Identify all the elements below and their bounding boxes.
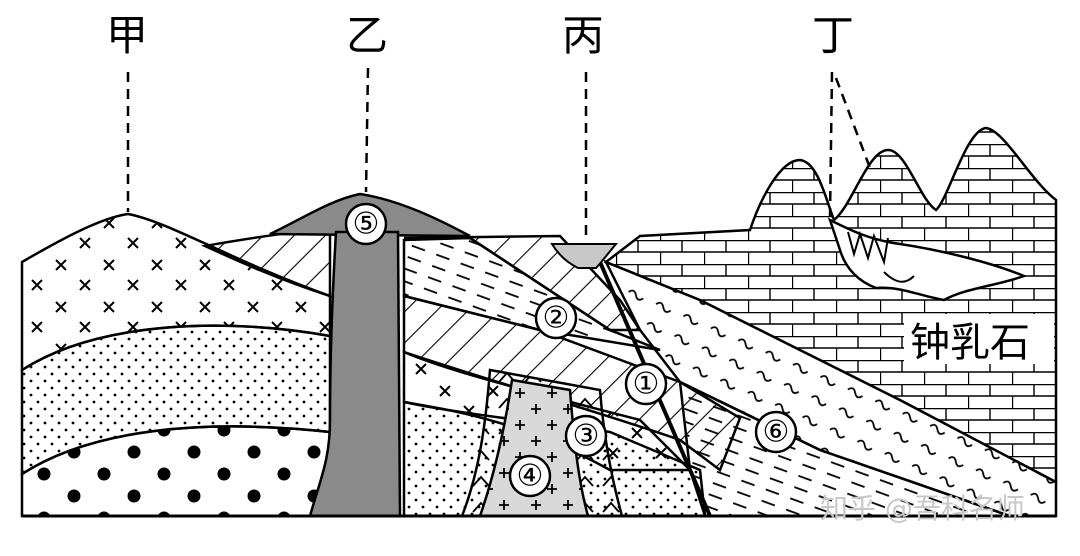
stalactite-label: 钟乳石 — [910, 320, 1030, 366]
limestone-karst-block — [603, 126, 1058, 485]
marker-2: ② — [543, 301, 570, 336]
stalactite-label-bg — [904, 314, 1054, 364]
marker-1-circle — [624, 362, 668, 406]
intrusion-granite-4 — [478, 378, 590, 518]
lake-bing — [550, 243, 619, 269]
leader-line-yi — [364, 67, 370, 193]
marker-3: ③ — [573, 419, 600, 454]
watermark: 知乎 @吾科名师 — [820, 492, 1025, 525]
location-label-jia: 甲 — [106, 11, 148, 60]
marker-6: ⑥ — [763, 415, 790, 450]
marker-3-circle — [564, 414, 608, 458]
marker-2-circle — [534, 296, 578, 340]
location-label-bing: 丙 — [562, 11, 604, 60]
marker-6-circle — [754, 410, 798, 454]
layer-diagonal-left — [200, 224, 332, 298]
marker-5: ⑤ — [353, 207, 380, 242]
leader-line-ding-a — [828, 71, 834, 217]
marker-4: ④ — [517, 459, 544, 494]
magma-conduit — [308, 230, 402, 518]
marker-5-circle — [344, 202, 388, 246]
karst-cave — [827, 217, 1028, 302]
stalactite-icon — [847, 230, 915, 283]
marker-1: ① — [633, 367, 660, 402]
leader-line-ding-b — [834, 77, 872, 169]
marker-4-circle — [508, 454, 552, 498]
location-label-ding: 丁 — [812, 11, 854, 60]
location-label-yi: 乙 — [346, 11, 388, 60]
